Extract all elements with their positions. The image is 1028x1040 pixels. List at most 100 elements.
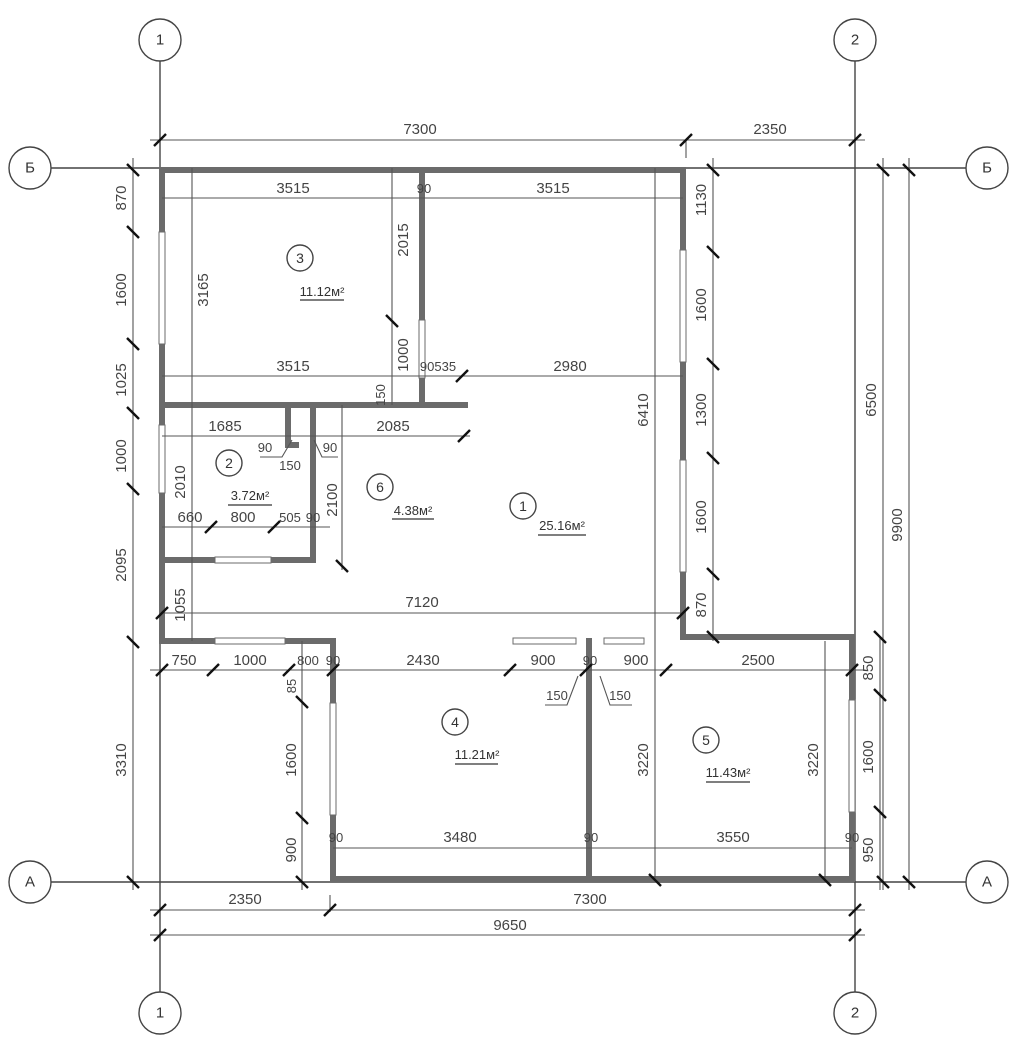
svg-text:1130: 1130 bbox=[693, 184, 710, 216]
room-marker-1: 1 25.16м² bbox=[509, 492, 586, 536]
room-marker-4: 4 11.21м² bbox=[441, 708, 501, 765]
svg-text:2095: 2095 bbox=[113, 548, 130, 581]
svg-text:90: 90 bbox=[583, 653, 597, 668]
svg-text:11.21м²: 11.21м² bbox=[455, 747, 501, 762]
svg-text:3.72м²: 3.72м² bbox=[231, 488, 270, 503]
svg-text:3: 3 bbox=[296, 250, 304, 266]
svg-text:90535: 90535 bbox=[420, 359, 456, 374]
svg-text:150: 150 bbox=[279, 458, 301, 473]
svg-text:6410: 6410 bbox=[635, 393, 652, 426]
svg-text:3515: 3515 bbox=[276, 358, 309, 375]
svg-text:9650: 9650 bbox=[493, 917, 526, 934]
svg-text:25.16м²: 25.16м² bbox=[539, 518, 585, 533]
svg-text:3310: 3310 bbox=[113, 743, 130, 776]
svg-text:90: 90 bbox=[845, 830, 859, 845]
svg-text:1600: 1600 bbox=[113, 273, 130, 306]
svg-text:2350: 2350 bbox=[753, 121, 786, 138]
axis-bubble-a-right: А bbox=[965, 860, 1009, 904]
svg-text:1600: 1600 bbox=[693, 288, 710, 321]
svg-text:А: А bbox=[25, 874, 35, 891]
svg-text:90: 90 bbox=[258, 440, 272, 455]
svg-text:А: А bbox=[982, 874, 992, 891]
svg-text:1600: 1600 bbox=[283, 743, 300, 776]
svg-text:1600: 1600 bbox=[860, 740, 877, 773]
svg-text:2100: 2100 bbox=[324, 483, 341, 516]
svg-text:1000: 1000 bbox=[395, 338, 412, 371]
svg-text:2980: 2980 bbox=[553, 358, 586, 375]
windows bbox=[158, 231, 856, 816]
svg-text:750: 750 bbox=[171, 652, 196, 669]
dimension-labels: 7300 2350 3515 90 3515 3515 90535 2980 3… bbox=[113, 121, 906, 934]
svg-text:7120: 7120 bbox=[405, 594, 438, 611]
svg-text:90: 90 bbox=[323, 440, 337, 455]
axis-bubble-2-bottom: 2 bbox=[833, 991, 877, 1035]
svg-text:1025: 1025 bbox=[113, 363, 130, 396]
room-marker-5: 5 11.43м² bbox=[692, 726, 752, 783]
dimension-lines bbox=[132, 139, 910, 936]
svg-text:90: 90 bbox=[329, 830, 343, 845]
svg-text:800: 800 bbox=[297, 653, 319, 668]
svg-text:505: 505 bbox=[279, 510, 301, 525]
svg-text:3220: 3220 bbox=[635, 743, 652, 776]
svg-text:7300: 7300 bbox=[573, 891, 606, 908]
axis-bubble-2-top: 2 bbox=[833, 18, 877, 62]
svg-text:900: 900 bbox=[530, 652, 555, 669]
axis-bubble-1-top: 1 bbox=[138, 18, 182, 62]
svg-text:3550: 3550 bbox=[716, 829, 749, 846]
room-marker-3: 3 11.12м² bbox=[286, 244, 346, 301]
svg-text:2500: 2500 bbox=[741, 652, 774, 669]
svg-text:3515: 3515 bbox=[276, 180, 309, 197]
svg-text:150: 150 bbox=[373, 384, 388, 406]
svg-text:150: 150 bbox=[546, 688, 568, 703]
svg-text:11.43м²: 11.43м² bbox=[706, 765, 752, 780]
svg-text:6: 6 bbox=[376, 479, 384, 495]
svg-text:Б: Б bbox=[25, 160, 35, 177]
svg-text:90: 90 bbox=[306, 510, 320, 525]
svg-text:660: 660 bbox=[177, 509, 202, 526]
svg-text:1000: 1000 bbox=[233, 652, 266, 669]
svg-text:11.12м²: 11.12м² bbox=[300, 284, 346, 299]
svg-text:4: 4 bbox=[451, 714, 459, 730]
svg-text:2: 2 bbox=[851, 32, 859, 49]
svg-text:6500: 6500 bbox=[863, 383, 880, 416]
svg-text:3480: 3480 bbox=[443, 829, 476, 846]
svg-text:1: 1 bbox=[519, 498, 527, 514]
axis-bubble-1-bottom: 1 bbox=[138, 991, 182, 1035]
svg-text:1685: 1685 bbox=[208, 418, 241, 435]
room-marker-2: 2 3.72м² bbox=[215, 449, 272, 506]
svg-text:90: 90 bbox=[326, 653, 340, 668]
svg-text:2015: 2015 bbox=[395, 223, 412, 256]
svg-text:1000: 1000 bbox=[113, 439, 130, 472]
svg-text:3515: 3515 bbox=[536, 180, 569, 197]
svg-text:1055: 1055 bbox=[172, 588, 189, 621]
svg-text:900: 900 bbox=[283, 837, 300, 862]
svg-text:Б: Б bbox=[982, 160, 992, 177]
svg-text:1: 1 bbox=[156, 1005, 164, 1022]
svg-text:1600: 1600 bbox=[693, 500, 710, 533]
svg-text:3220: 3220 bbox=[805, 743, 822, 776]
svg-text:3165: 3165 bbox=[195, 273, 212, 306]
axis-bubble-b-left: Б bbox=[8, 146, 52, 190]
svg-text:800: 800 bbox=[230, 509, 255, 526]
svg-text:5: 5 bbox=[702, 732, 710, 748]
svg-text:870: 870 bbox=[113, 185, 130, 210]
svg-text:1300: 1300 bbox=[693, 393, 710, 426]
svg-text:2085: 2085 bbox=[376, 418, 409, 435]
svg-text:90: 90 bbox=[417, 181, 431, 196]
svg-text:950: 950 bbox=[860, 837, 877, 862]
svg-text:2010: 2010 bbox=[172, 465, 189, 498]
svg-text:150: 150 bbox=[609, 688, 631, 703]
room-marker-6: 6 4.38м² bbox=[366, 473, 434, 520]
svg-text:2: 2 bbox=[851, 1005, 859, 1022]
svg-text:9900: 9900 bbox=[889, 508, 906, 541]
svg-text:2: 2 bbox=[225, 455, 233, 471]
svg-text:850: 850 bbox=[860, 655, 877, 680]
svg-text:4.38м²: 4.38м² bbox=[394, 503, 433, 518]
svg-text:90: 90 bbox=[584, 830, 598, 845]
svg-text:870: 870 bbox=[693, 592, 710, 617]
svg-text:7300: 7300 bbox=[403, 121, 436, 138]
svg-text:85: 85 bbox=[284, 679, 299, 693]
dimension-ticks bbox=[126, 133, 916, 942]
svg-text:1: 1 bbox=[156, 32, 164, 49]
